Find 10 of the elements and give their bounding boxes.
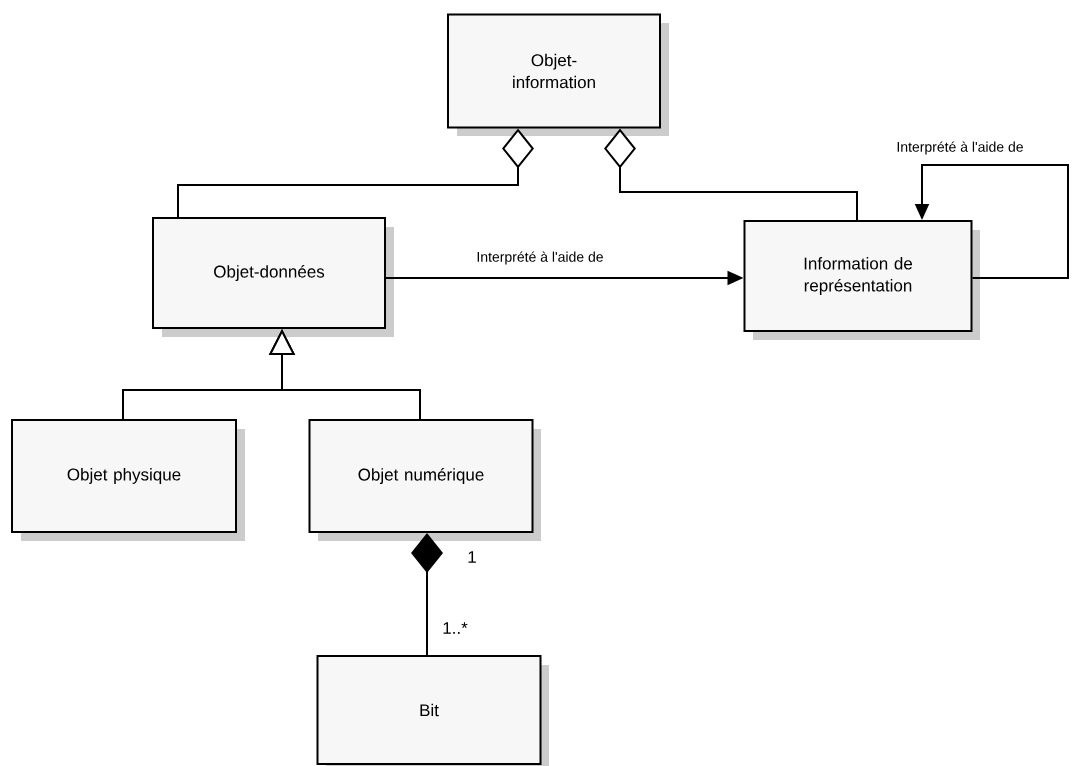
connector — [411, 533, 443, 656]
class-box: Information de représentation — [743, 220, 980, 340]
class-box: Bit — [316, 655, 549, 766]
class-box: Objet-information — [447, 13, 669, 136]
edge-label: Interprété à l'aide de — [475, 250, 605, 266]
class-box: Objet numérique — [308, 419, 541, 541]
edge-label: Interprété à l'aide de — [895, 140, 1025, 156]
class-box: Objet-données — [152, 217, 394, 337]
class-box: Objet physique — [11, 419, 245, 541]
multiplicity-label: 1..* — [443, 622, 468, 634]
